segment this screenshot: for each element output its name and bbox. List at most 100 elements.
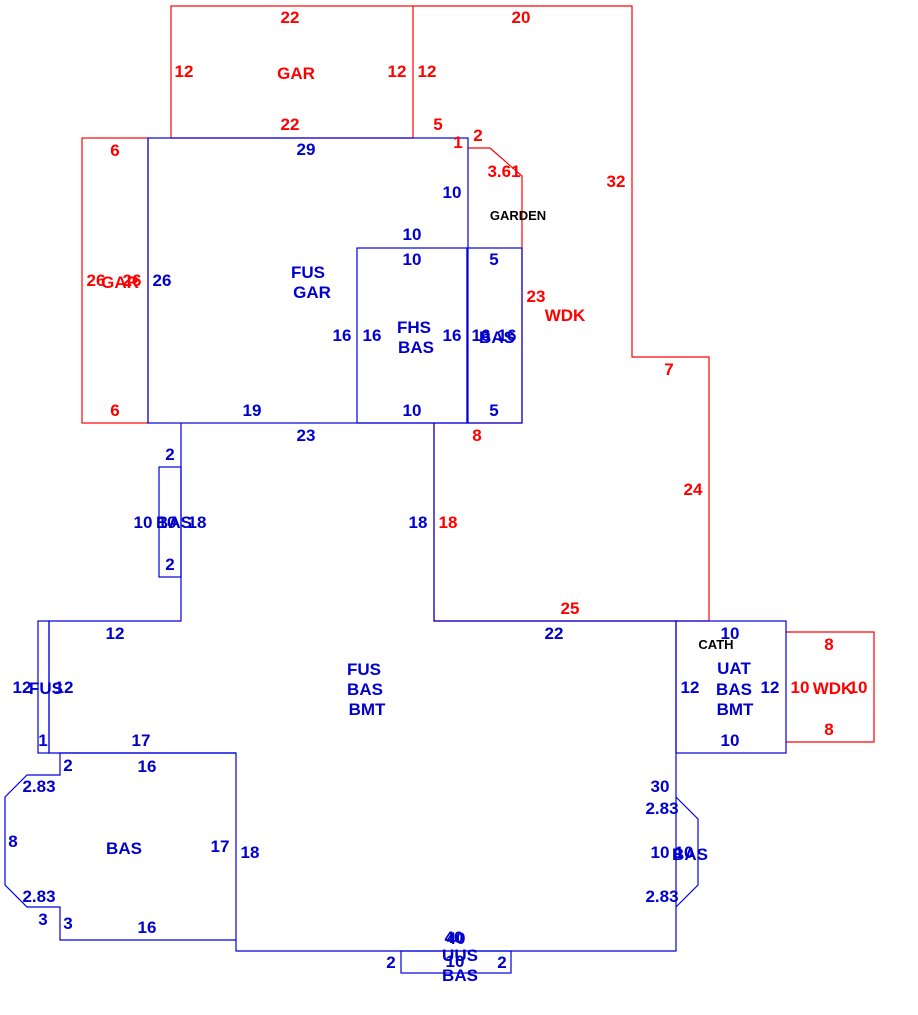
dim-garl-right: 26 <box>123 271 142 290</box>
dim-bas-bottom: 5 <box>489 401 498 420</box>
uat-label-1: UAT <box>717 659 751 678</box>
dim-wdk-right-long: 32 <box>607 172 626 191</box>
dim-garl-left: 26 <box>87 271 106 290</box>
bas-left-label: BAS <box>106 839 142 858</box>
main-label-2: BAS <box>347 680 383 699</box>
dim-basr-diag-bottom: 2.83 <box>645 887 678 906</box>
fhs-bas-label-1: FHS <box>397 318 431 337</box>
main-body-outline <box>48 423 677 952</box>
dim-wdk-step: 7 <box>664 360 673 379</box>
bas-left-outline <box>4 752 236 941</box>
dim-basr-left: 10 <box>651 843 670 862</box>
dim-basr-diag-top: 2.83 <box>645 799 678 818</box>
dim-conn-bottom: 2 <box>165 555 174 574</box>
bas-right-label: BAS <box>672 845 708 864</box>
dim-wdk-r-right: 10 <box>849 678 868 697</box>
dim-fhs-top: 10 <box>403 225 422 244</box>
dim-wdk-notch-1: 1 <box>453 133 462 152</box>
dim-conn-right: 18 <box>188 513 207 532</box>
dim-uus-left: 2 <box>386 953 395 972</box>
fus-left-label: FUS <box>29 679 63 698</box>
dim-fus-right-upper: 10 <box>443 183 462 202</box>
main-label-3: BMT <box>349 700 386 719</box>
dim-fus-l-right: 12 <box>55 678 74 697</box>
dim-wdk-diag: 3.61 <box>487 162 520 181</box>
dim-bas-right: 16 <box>498 326 517 345</box>
dim-wdk-inner-left: 18 <box>439 513 458 532</box>
uat-label-3: BMT <box>717 700 754 719</box>
dim-conn-top: 2 <box>165 445 174 464</box>
wdk-upper-label: WDK <box>545 306 586 325</box>
dim-basl-3a: 3 <box>38 910 47 929</box>
dim-wdk-top-short: 5 <box>433 115 442 134</box>
cath-label: CATH <box>698 637 733 652</box>
dim-uus-top: 10 <box>446 952 465 971</box>
dim-basl-right: 17 <box>211 837 230 856</box>
dim-uus-right: 2 <box>497 953 506 972</box>
dim-conn-left: 10 <box>134 513 153 532</box>
wdk-right-outline <box>786 631 875 743</box>
gar-top-label: GAR <box>277 64 315 83</box>
dim-fus-l-left: 12 <box>13 678 32 697</box>
dim-main-bottom-a: 40 <box>445 928 464 947</box>
dim-conn-left-2: 10 <box>158 513 177 532</box>
dim-main-right-lower: 30 <box>651 777 670 796</box>
dim-fus-top: 29 <box>297 140 316 159</box>
dim-fhs-left-inner: 16 <box>363 326 382 345</box>
dim-fus-bottom-total: 23 <box>297 426 316 445</box>
dim-fhs-right: 16 <box>443 326 462 345</box>
uus-bas-outline <box>400 950 512 974</box>
dim-fus-bottom-left: 19 <box>243 401 262 420</box>
dim-fhs-bottom: 10 <box>403 401 422 420</box>
dim-bas-top: 5 <box>489 250 498 269</box>
wdk-right-label: WDK <box>813 679 854 698</box>
bas-right-outline <box>675 796 699 908</box>
dim-fus-l-small: 1 <box>38 731 47 750</box>
uus-bas-label-2: BAS <box>442 966 478 985</box>
dim-main-top-right: 22 <box>545 624 564 643</box>
dim-wdk-right-lower: 24 <box>684 480 703 499</box>
dim-wdk-left-upper: 12 <box>418 62 437 81</box>
dim-main-bottom-b: 40 <box>447 929 466 948</box>
fus-gar-outline <box>147 137 469 424</box>
dim-wdk-bottom: 25 <box>561 599 580 618</box>
dim-basl-diag-top: 2.83 <box>22 777 55 796</box>
garden-label: GARDEN <box>490 208 546 223</box>
dim-garl-top: 6 <box>110 141 119 160</box>
dim-basl-bottom: 16 <box>138 918 157 937</box>
dim-basr-right: 10 <box>675 843 694 862</box>
dim-wdk-inner-side: 23 <box>527 287 546 306</box>
dim-wdk-top: 20 <box>512 8 531 27</box>
dim-uat-bottom: 10 <box>721 731 740 750</box>
dim-basl-diag-bottom: 2.83 <box>22 887 55 906</box>
dim-fhs-left-outer: 16 <box>333 326 352 345</box>
dim-gar-right: 12 <box>388 62 407 81</box>
uat-outline <box>675 620 787 754</box>
uat-label-2: BAS <box>716 680 752 699</box>
bas-small-outline <box>466 247 523 424</box>
dim-uat-right: 12 <box>761 678 780 697</box>
dim-uat-top: 10 <box>721 624 740 643</box>
dim-main-right-drop: 18 <box>409 513 428 532</box>
dim-step-17: 17 <box>132 731 151 750</box>
dim-basl-3b: 3 <box>63 914 72 933</box>
dim-basl-left: 8 <box>8 832 17 851</box>
dim-fhs-top-inner: 10 <box>403 250 422 269</box>
gar-left-label: GAR <box>101 273 139 292</box>
dim-gar-left: 12 <box>175 62 194 81</box>
dim-fus-left: 26 <box>153 271 172 290</box>
uus-bas-label-1: UUS <box>442 946 478 965</box>
dim-step-2: 2 <box>63 756 72 775</box>
dim-gar-top: 22 <box>281 8 300 27</box>
fus-gar-label-1: FUS <box>291 263 325 282</box>
dim-basl-top: 16 <box>138 757 157 776</box>
bas-connector-label: BAS <box>156 513 192 532</box>
dim-wdk-r-bottom: 8 <box>824 720 833 739</box>
dim-wdk-notch-2: 2 <box>473 126 482 145</box>
dim-main-top-left: 12 <box>106 624 125 643</box>
dim-garl-bottom: 6 <box>110 401 119 420</box>
main-label-1: FUS <box>347 660 381 679</box>
dim-gar-bottom: 22 <box>281 115 300 134</box>
dim-wdk-inner-bottom: 8 <box>472 426 481 445</box>
